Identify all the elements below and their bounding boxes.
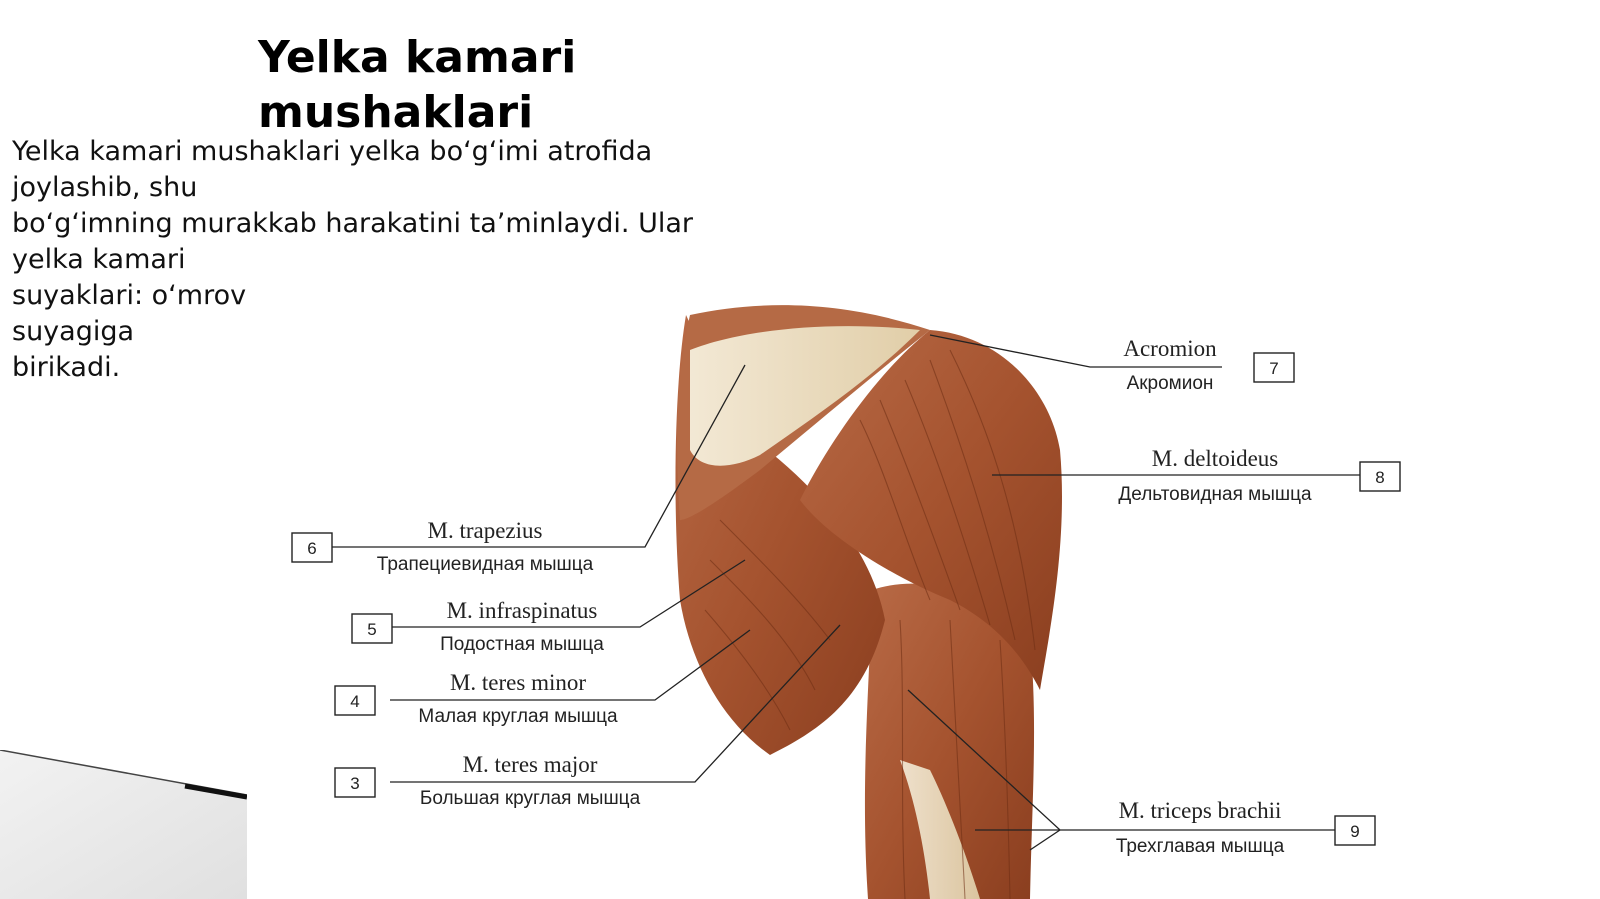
body-line: suyaklari: o‘mrov (12, 280, 247, 311)
label-number: 5 (367, 620, 376, 639)
label-latin: M. infraspinatus (447, 598, 598, 623)
label-latin: M. teres major (463, 752, 598, 777)
label-russian: Акромион (1127, 373, 1214, 394)
leader-lines (330, 334, 1360, 851)
number-box (334, 685, 376, 716)
number-box (1359, 461, 1401, 492)
label-number: 8 (1375, 468, 1384, 487)
number-box (291, 532, 333, 563)
slide-body-text: Yelka kamari mushaklari yelka bo‘g‘imi a… (12, 134, 732, 386)
label-number: 3 (350, 774, 359, 793)
label-number: 7 (1269, 359, 1278, 378)
decorative-gray-shape (0, 750, 247, 899)
number-box (1334, 815, 1376, 846)
body-line: Yelka kamari mushaklari yelka bo‘g‘imi a… (12, 136, 653, 167)
body-line: bo‘g‘imning murakkab harakatini ta’minla… (12, 208, 693, 239)
label-number: 6 (307, 539, 316, 558)
label-trapezius: M. trapezius Трапециевидная мышца 6 (291, 518, 594, 575)
label-number: 4 (350, 692, 359, 711)
body-line: yelka kamari (12, 244, 186, 275)
label-infraspinatus: M. infraspinatus Подостная мышца 5 (351, 598, 604, 655)
label-teres-major: M. teres major Большая круглая мышца 3 (334, 752, 641, 809)
body-line: suyagiga (12, 316, 135, 347)
label-russian: Подостная мышца (440, 634, 604, 655)
label-latin: Acromion (1123, 336, 1217, 361)
label-latin: M. triceps brachii (1119, 798, 1282, 823)
label-latin: M. trapezius (428, 518, 543, 543)
muscle-illustration (675, 305, 1062, 899)
label-russian: Трехглавая мышца (1116, 836, 1285, 857)
label-latin: M. deltoideus (1152, 446, 1279, 471)
body-line: joylashib, shu (12, 172, 198, 203)
label-latin: M. teres minor (450, 670, 586, 695)
label-acromion: Acromion Акромион 7 (1123, 336, 1295, 394)
label-russian: Дельтовидная мышца (1118, 484, 1312, 505)
label-teres-minor: M. teres minor Малая круглая мышца 4 (334, 670, 618, 727)
label-russian: Трапециевидная мышца (377, 554, 594, 575)
number-box (1253, 352, 1295, 383)
label-triceps-brachii: M. triceps brachii Трехглавая мышца 9 (1116, 798, 1376, 857)
slide-title: Yelka kamari mushaklari (258, 32, 577, 138)
label-number: 9 (1350, 822, 1359, 841)
label-russian: Большая круглая мышца (420, 788, 641, 809)
number-box (351, 613, 393, 644)
label-russian: Малая круглая мышца (418, 706, 618, 727)
label-deltoideus: M. deltoideus Дельтовидная мышца 8 (1118, 446, 1401, 505)
number-box (334, 767, 376, 798)
body-line: birikadi. (12, 352, 121, 383)
